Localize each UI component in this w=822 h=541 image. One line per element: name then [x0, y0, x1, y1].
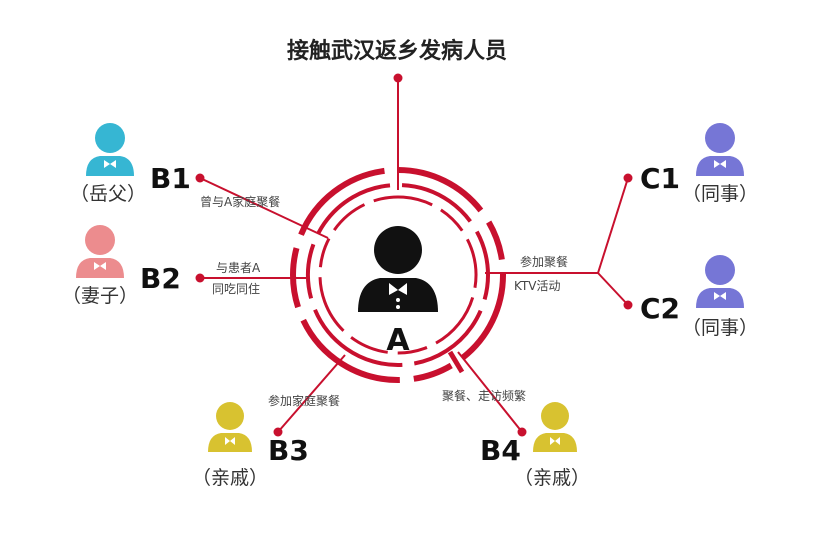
person-c2: （同事） C2	[640, 255, 758, 339]
outer-ring	[290, 167, 506, 383]
b1-label: B1	[150, 162, 191, 195]
center-person-icon	[358, 226, 438, 312]
c-relation-line1: 参加聚餐	[520, 254, 568, 269]
b2-relation-line2: 同吃同住	[212, 282, 260, 296]
c1-role: （同事）	[682, 183, 758, 205]
inner-ring	[318, 195, 478, 355]
title-dot	[393, 73, 403, 83]
c-relation-line2: KTV活动	[514, 279, 560, 293]
middle-ring	[306, 183, 490, 367]
c2-role: （同事）	[682, 317, 758, 339]
person-b3: （亲戚） B3 参加家庭聚餐	[192, 393, 340, 489]
b2-relation-line1: 与患者A	[216, 261, 261, 275]
b3-role: （亲戚）	[192, 467, 268, 489]
person-b2: （妻子） B2 与患者A 同吃同住	[62, 225, 261, 307]
ring-tick	[447, 350, 465, 374]
b3-dot	[273, 427, 283, 437]
b4-dot	[517, 427, 527, 437]
c2-connector	[597, 272, 629, 306]
b4-connector	[457, 351, 523, 433]
c1-dot	[623, 173, 633, 183]
b4-person-icon	[533, 402, 577, 452]
c1-person-icon	[696, 123, 744, 176]
center-person-body	[358, 278, 438, 312]
center-person-head	[374, 226, 422, 274]
b1-dot	[195, 173, 205, 183]
connectors	[199, 78, 629, 433]
person-c1: （同事） C1	[640, 123, 758, 205]
center-label: A	[386, 323, 410, 358]
b4-relation: 聚餐、走访频繁	[442, 388, 526, 403]
b2-role: （妻子）	[62, 285, 138, 307]
c2-person-icon	[696, 255, 744, 308]
b4-label: B4	[480, 434, 521, 467]
person-b4: （亲戚） B4 聚餐、走访频繁	[442, 388, 590, 489]
c2-dot	[623, 300, 633, 310]
b1-relation: 曾与A家庭聚餐	[200, 194, 280, 209]
b4-role: （亲戚）	[514, 467, 590, 489]
b3-relation: 参加家庭聚餐	[268, 393, 340, 408]
center-ring	[290, 167, 506, 383]
person-b1: （岳父） B1 曾与A家庭聚餐	[70, 123, 280, 209]
b2-label: B2	[140, 262, 181, 295]
diagram-title: 接触武汉返乡发病人员	[287, 38, 507, 64]
c1-label: C1	[640, 162, 680, 195]
c1-connector	[597, 177, 629, 274]
b1-person-icon	[86, 123, 134, 176]
connector-dots	[195, 73, 633, 437]
b3-label: B3	[268, 434, 309, 467]
b2-dot	[195, 273, 205, 283]
center-person-bowtie	[389, 283, 407, 295]
c2-label: C2	[640, 292, 680, 325]
b3-person-icon	[208, 402, 252, 452]
b2-person-icon	[76, 225, 124, 278]
b3-connector	[277, 354, 346, 433]
b1-role: （岳父）	[70, 183, 146, 205]
